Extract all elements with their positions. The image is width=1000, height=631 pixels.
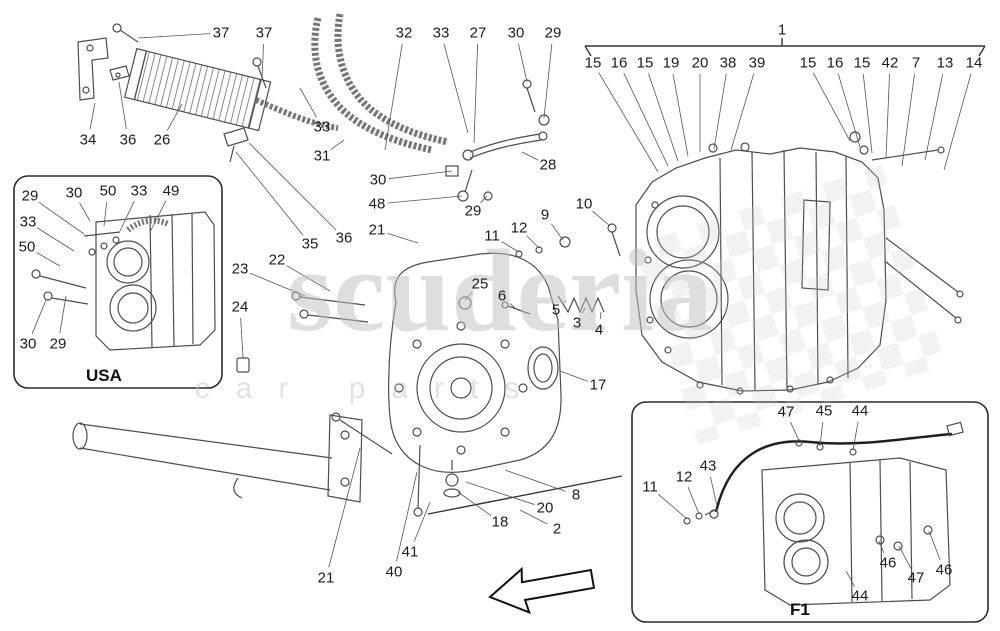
leader-line-32 [384,43,403,151]
usa-inset-drawing [13,175,223,389]
leader-line-40 [396,471,418,562]
leader-line-46 [878,540,885,553]
leader-line-38 [713,73,727,150]
leader-line-50 [36,252,61,267]
leader-line-21 [328,447,361,568]
leader-line-33 [299,87,317,118]
leader-line-37 [261,43,264,81]
leader-line-43 [710,476,718,507]
leader-line-7 [901,73,915,167]
leader-line-11 [501,241,520,253]
leader-line-36 [118,81,127,130]
leader-line-30 [518,43,528,83]
leader-line-34 [89,102,96,130]
leader-line-45 [819,421,824,447]
leader-line-3 [581,307,586,314]
leader-line-47 [898,545,912,569]
leader-line-50 [103,201,108,227]
leader-line-30 [79,202,91,222]
leader-line-16 [837,73,861,148]
drive-shaft-drawing [72,414,363,503]
leader-line-15 [598,72,659,173]
hoses-drawing [254,13,621,315]
leader-line-22 [286,265,331,292]
leader-line-33 [37,227,75,252]
direction-arrow [488,566,596,615]
oil-cooler-drawing [123,47,272,132]
leader-line-20 [465,481,535,505]
watermark-line1: scuderia [287,225,713,356]
leader-line-24 [240,317,244,359]
leader-line-12 [526,235,540,249]
leader-line-26 [166,103,183,131]
leader-line-2 [519,509,548,525]
leader-line-17 [559,370,588,382]
leader-line-29 [59,295,67,334]
leader-line-33 [119,200,135,232]
leader-line-29 [480,195,488,204]
leader-line-30 [388,170,453,180]
leader-line-5 [563,300,567,303]
leader-line-42 [885,73,890,159]
leader-line-13 [924,73,944,161]
leader-line-36 [248,142,337,231]
leader-line-8 [504,469,566,492]
leader-line-16 [623,72,669,167]
leader-line-41 [413,501,431,542]
leader-line-15 [648,73,679,162]
watermark-line2: car parts [195,372,546,405]
leader-line-18 [457,491,492,516]
leader-line-14 [943,73,972,171]
leader-lines [31,33,972,587]
leader-line-9 [551,223,564,241]
leader-line-29 [38,202,85,235]
leader-line-47 [790,421,800,442]
leader-line-15 [862,73,873,154]
leader-line-48 [387,195,463,204]
leader-line-44 [852,421,859,451]
leader-line-37 [137,33,211,39]
leader-line-25 [464,291,473,301]
leader-line-28 [521,151,539,161]
watermark-checker [633,164,947,446]
leader-line-10 [592,210,611,227]
group-bracket [584,38,986,57]
leader-line-44 [845,570,855,587]
leader-line-11 [658,493,688,520]
leader-line-39 [730,73,755,151]
reference-line [427,475,623,515]
leader-line-19 [672,73,689,157]
f1-inset-drawing [631,401,989,623]
leader-line-23 [250,272,306,297]
leader-line-46 [928,530,941,560]
leader-line-12 [687,487,700,515]
leader-line-30 [31,299,47,334]
leader-line-4 [599,311,602,320]
leader-line-15 [812,72,851,142]
leader-line-29 [543,43,553,119]
watermark: scuderia car parts [195,164,947,446]
leader-line-21 [387,232,419,244]
leader-line-33 [443,43,469,134]
leader-line-6 [509,303,516,309]
leader-line-49 [149,200,167,233]
clutch-housing-drawing [236,252,562,517]
leader-line-35 [235,151,304,236]
leader-line-31 [330,139,345,150]
leader-line-27 [473,43,478,144]
